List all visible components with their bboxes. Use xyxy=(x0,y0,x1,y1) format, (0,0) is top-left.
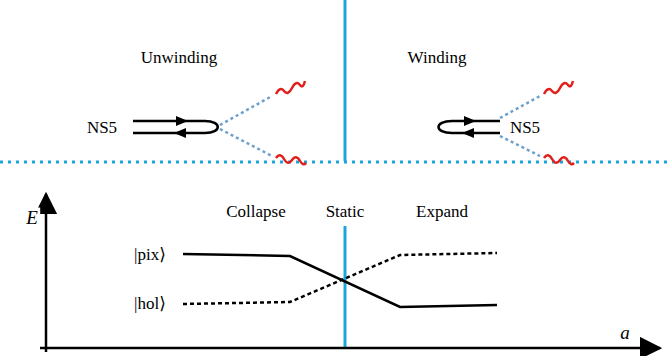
state-label: |hol⟩ xyxy=(132,295,168,314)
emission-line xyxy=(220,129,272,156)
energy-axis xyxy=(45,194,48,352)
static-line xyxy=(344,226,347,348)
arrowhead xyxy=(174,128,186,138)
radiation-squiggle xyxy=(276,81,305,94)
radiation-squiggle xyxy=(544,155,574,164)
emission-line xyxy=(500,96,540,118)
brane-loop xyxy=(133,121,218,133)
radiation-squiggle xyxy=(544,81,573,94)
brane-label: NS5 xyxy=(508,119,542,138)
emission-line xyxy=(220,96,272,125)
state-label: |pix⟩ xyxy=(132,246,168,265)
phase-label: Static xyxy=(324,203,367,222)
arrowhead xyxy=(464,116,476,126)
phase-label: Collapse xyxy=(224,203,288,222)
phase-label: Expand xyxy=(414,203,470,222)
hol-level xyxy=(183,253,497,304)
radiation-squiggle xyxy=(276,155,306,164)
axis-label: a xyxy=(618,323,632,344)
divider-line xyxy=(344,0,347,161)
arrowhead xyxy=(176,116,188,126)
a-axis xyxy=(40,347,660,350)
brane-label: NS5 xyxy=(85,119,119,138)
arrowhead xyxy=(462,128,474,138)
pix-level xyxy=(183,254,497,307)
axis-label: E xyxy=(24,208,40,229)
section-title: Winding xyxy=(406,49,469,68)
section-title: Unwinding xyxy=(139,49,220,68)
emission-line xyxy=(500,136,540,156)
